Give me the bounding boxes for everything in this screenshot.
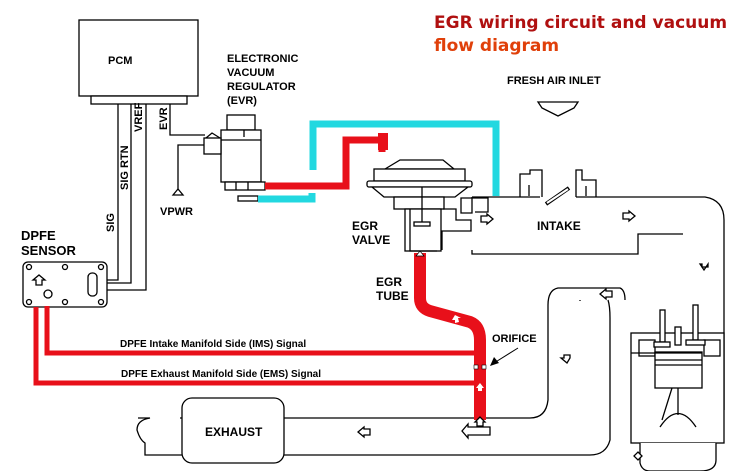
egr-valve: EGR VALVE (352, 159, 473, 252)
flow-arrow-intake-icon (480, 212, 495, 226)
evr-label-4: (EVR) (227, 95, 257, 107)
evr-component: ELECTRONIC VACUUM REGULATOR (EVR) (203, 53, 299, 202)
exhaust-manifold: EXHAUST (136, 287, 626, 464)
flow-arrows (356, 209, 709, 440)
wire-label-sig-rtn: SIG RTN (119, 145, 131, 190)
egr-tube-arrow-icon (452, 315, 461, 323)
exhaust-label: EXHAUST (205, 425, 263, 439)
vacuum-hoses (258, 120, 500, 203)
dpfe-signal-hoses: DPFE Intake Manifold Side (IMS) Signal D… (33, 306, 480, 386)
dpfe-label-1: DPFE (21, 228, 56, 243)
dpfe-label-2: SENSOR (21, 243, 77, 258)
dpfe-sensor: DPFE SENSOR (21, 228, 108, 308)
egr-tube-label-2: TUBE (376, 289, 409, 303)
wire-label-sig: SIG (105, 213, 117, 232)
evr-label-3: REGULATOR (227, 81, 296, 93)
flow-arrow-egr-up-icon (473, 416, 487, 427)
fresh-air-arrow-icon (536, 101, 580, 117)
flow-arrow-down-2-icon (559, 354, 571, 364)
evr-label-2: VACUUM (227, 67, 274, 79)
vpwr-terminal-icon (171, 187, 185, 196)
orifice-left-icon (473, 364, 479, 370)
intake-label: INTAKE (537, 219, 581, 233)
flow-arrow-exhaust-icon (356, 425, 371, 439)
wire-label-vref: VREF (133, 102, 145, 132)
egr-tube: EGR TUBE ORIFICE (376, 250, 537, 420)
title-line-1: EGR wiring circuit and vacuum (434, 13, 727, 33)
egr-tube-label-1: EGR (376, 275, 402, 289)
title-line-2: flow diagram (434, 36, 559, 56)
ims-signal-label: DPFE Intake Manifold Side (IMS) Signal (120, 339, 306, 350)
orifice-pointer-icon (490, 357, 499, 366)
dpfe-flow-arrow-icon (31, 274, 47, 286)
ems-signal-label: DPFE Exhaust Manifold Side (EMS) Signal (121, 369, 321, 380)
egr-valve-label-1: EGR (352, 219, 378, 233)
drain-plug-icon (633, 451, 643, 461)
throttle-plate-icon (546, 188, 569, 204)
orifice-right-icon (481, 364, 487, 370)
egr-valve-label-2: VALVE (352, 233, 390, 247)
flow-arrow-intake-2-icon (622, 209, 637, 223)
wire-label-evr: EVR (158, 107, 170, 130)
egr-tube-arrow-2-icon (476, 383, 484, 391)
pcm-wiring: SIG SIG RTN VREF EVR VPWR (92, 102, 205, 291)
flow-arrow-down-icon (698, 261, 709, 272)
wire-label-vpwr: VPWR (160, 206, 193, 218)
intake-manifold: INTAKE FRESH AIR INLET (441, 75, 725, 410)
engine-cylinder (630, 304, 725, 471)
evr-label-1: ELECTRONIC (227, 53, 299, 65)
pcm-label: PCM (108, 55, 132, 67)
orifice-label: ORIFICE (492, 333, 537, 345)
flow-arrow-left-icon (598, 287, 613, 301)
flow-arrow-egr-out-icon (461, 422, 491, 440)
pcm-module: PCM (78, 19, 199, 105)
fresh-air-inlet-label: FRESH AIR INLET (507, 75, 601, 87)
